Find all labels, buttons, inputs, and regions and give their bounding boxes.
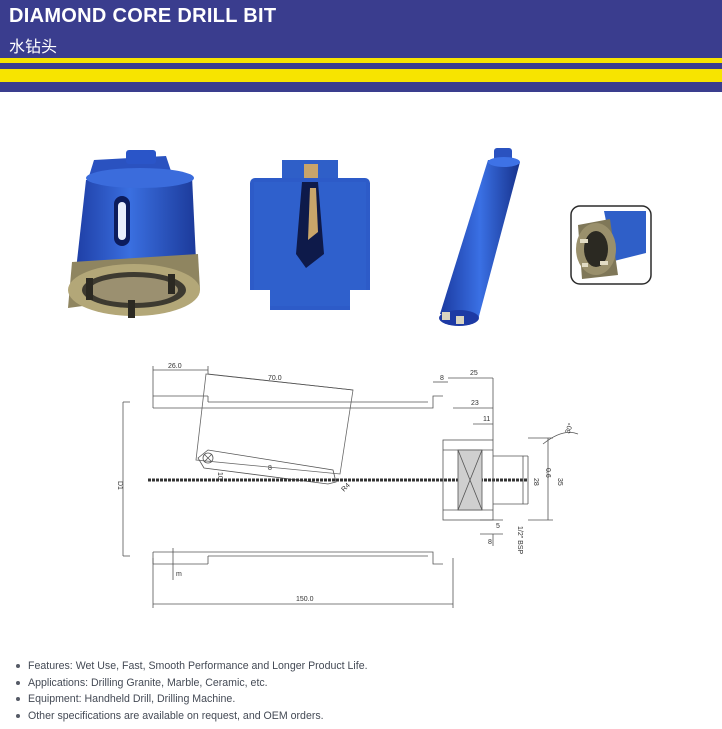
feature-item-other: Other specifications are available on re… <box>16 708 368 725</box>
dim-26-label: 26.0 <box>168 363 182 370</box>
features-list: Features: Wet Use, Fast, Smooth Performa… <box>16 658 368 724</box>
page-title: DIAMOND CORE DRILL BIT <box>9 5 277 27</box>
yellow-stripe-top <box>0 58 722 63</box>
technical-drawing: 26.0 70.0 8 25 23 11 30° 0.6 D1 8 10 R4 … <box>116 363 579 608</box>
dim-150-label: 150.0 <box>296 596 314 603</box>
dim-8-bot-label: 8 <box>488 539 492 546</box>
feature-item-equipment: Equipment: Handheld Drill, Drilling Mach… <box>16 691 368 708</box>
yellow-stripe-bottom <box>0 69 722 82</box>
feature-item-features: Features: Wet Use, Fast, Smooth Performa… <box>16 658 368 675</box>
core-bit-side-icon <box>248 160 372 312</box>
dim-35-label: 35 <box>556 478 563 486</box>
dim-06-label: 0.6 <box>544 468 551 478</box>
dim-m-label: m <box>176 571 182 578</box>
dim-5-label: 5 <box>496 523 500 530</box>
core-bit-long-icon <box>439 148 520 326</box>
dim-25-label: 25 <box>470 370 478 377</box>
dim-8-mid-label: 8 <box>268 465 272 472</box>
page-subtitle-chinese: 水钻头 <box>9 37 58 56</box>
dim-thread-label: 1/2" BSP <box>516 526 523 554</box>
dim-11-label: 11 <box>483 416 490 423</box>
blue-stripe-middle <box>0 63 722 69</box>
dim-23-label: 23 <box>471 400 479 407</box>
dim-10-label: 10 <box>216 472 223 480</box>
dim-70-label: 70.0 <box>268 375 282 382</box>
dim-28-label: 28 <box>532 478 539 486</box>
dim-d1-label: D1 <box>116 481 123 490</box>
dim-r4-label: R4 <box>340 482 351 493</box>
dim-8-top-label: 8 <box>440 375 444 382</box>
core-bit-closeup-icon <box>570 205 652 285</box>
header-banner: DIAMOND CORE DRILL BIT 水钻头 <box>0 0 722 92</box>
feature-item-applications: Applications: Drilling Granite, Marble, … <box>16 675 368 692</box>
dim-angle-label: 30° <box>564 422 575 435</box>
core-bit-angled-icon <box>68 150 200 318</box>
